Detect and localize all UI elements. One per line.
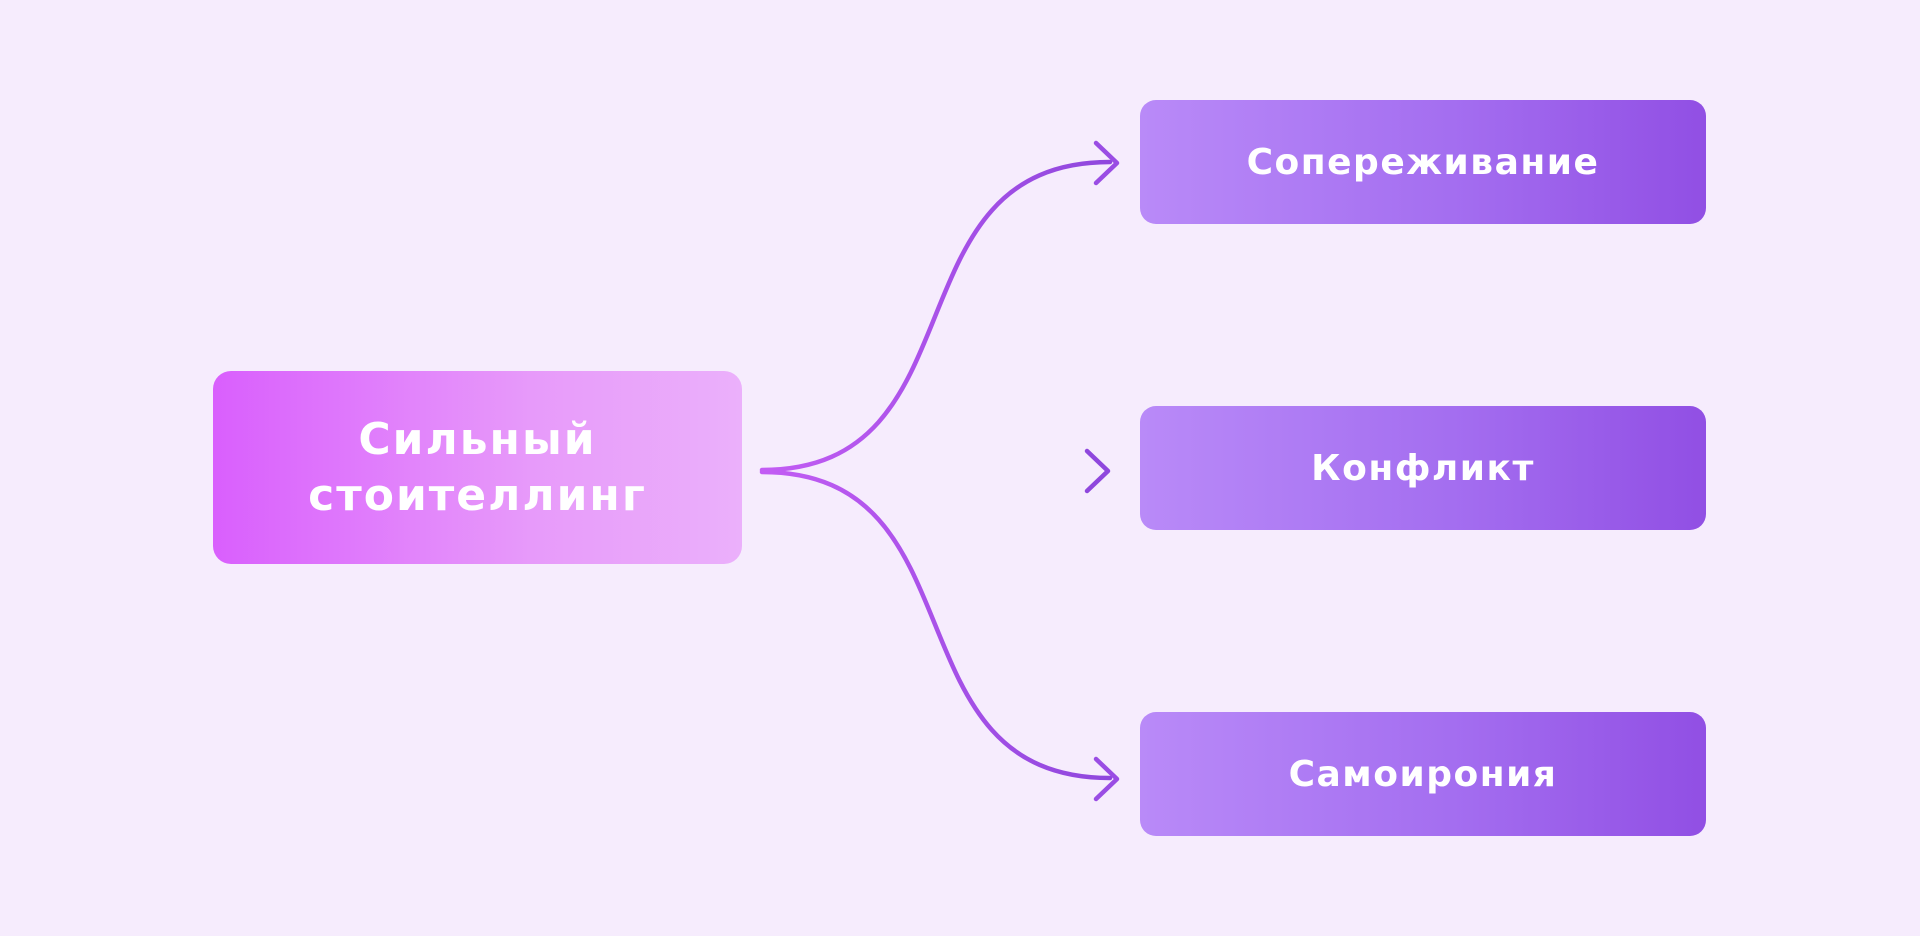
target-node-1: Сопереживание [1140, 100, 1706, 224]
source-node: Сильный стоителлинг [213, 371, 742, 564]
arrow-head-3-icon [1093, 756, 1120, 802]
arrow-head-2-icon [1084, 448, 1111, 494]
connector-to-target-1 [759, 159, 1113, 473]
target-node-1-label: Сопереживание [1246, 141, 1600, 183]
target-node-3-label: Самоирония [1288, 753, 1558, 795]
arrow-head-1-icon [1093, 140, 1120, 186]
target-node-2-label: Конфликт [1311, 447, 1535, 489]
target-node-2: Конфликт [1140, 406, 1706, 530]
target-node-3: Самоирония [1140, 712, 1706, 836]
source-node-label: Сильный стоителлинг [308, 413, 647, 521]
connector-to-target-3 [759, 469, 1113, 781]
